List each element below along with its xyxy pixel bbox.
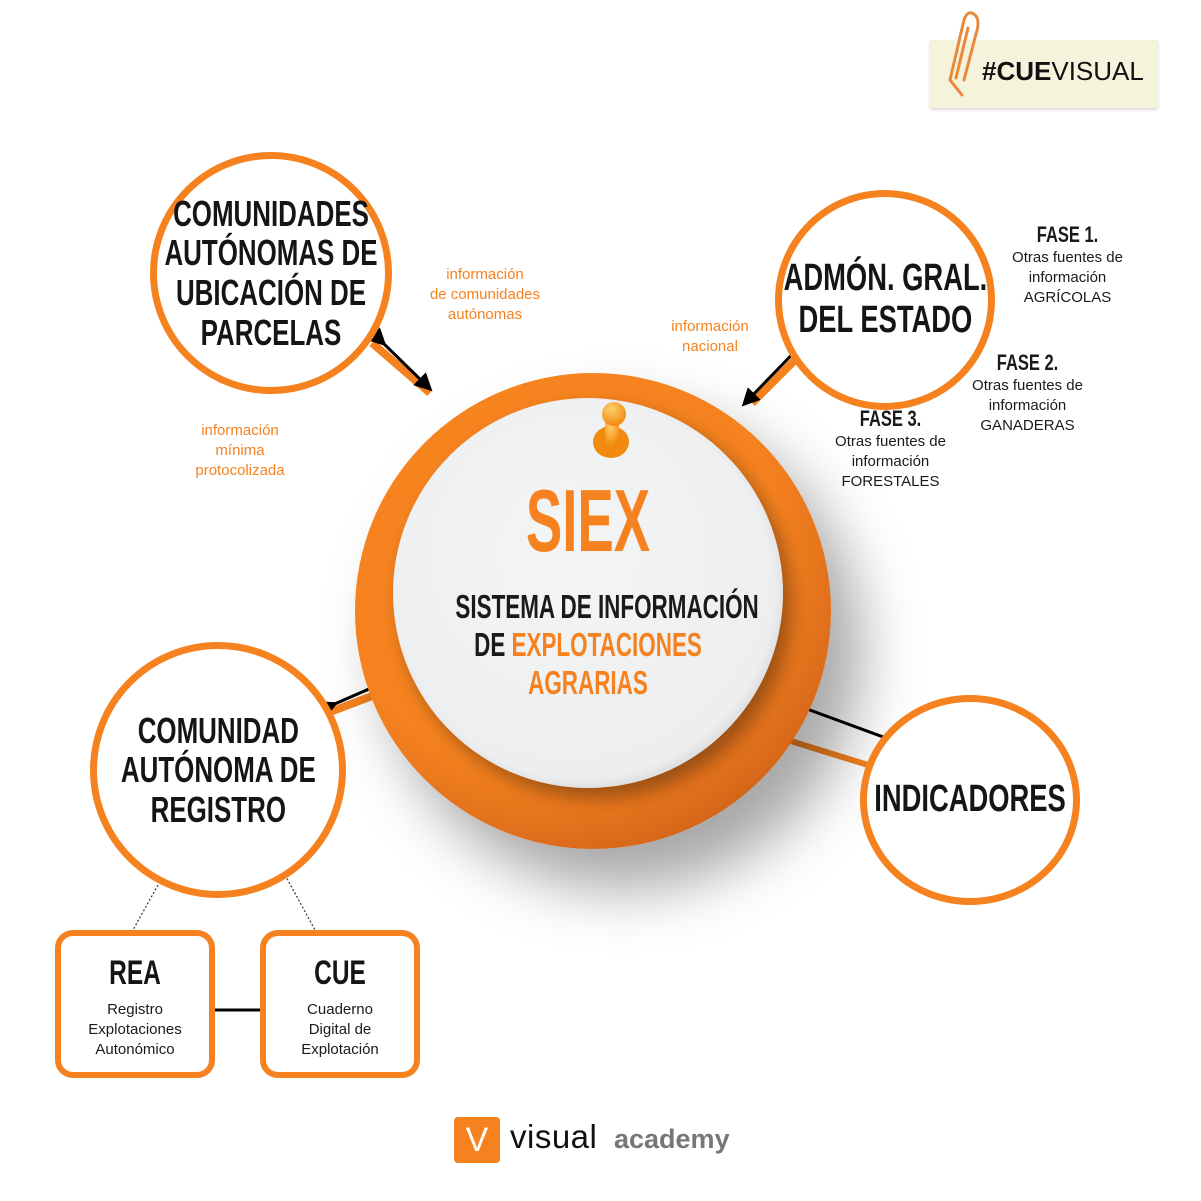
siex-subtitle-line3: AGRARIAS — [528, 664, 648, 701]
node-title: COMUNIDAD AUTÓNOMA DE REGISTRO — [120, 709, 316, 830]
node-admon-gral-estado: ADMÓN. GRAL. DEL ESTADO — [775, 190, 995, 410]
dotted-line — [284, 874, 316, 931]
badge-light: VISUAL — [1051, 56, 1144, 86]
dotted-line — [132, 884, 159, 931]
logo-word-visual: visual — [510, 1118, 598, 1155]
paperclip-icon — [948, 11, 980, 97]
connector-bar — [369, 339, 433, 397]
v-icon: V — [465, 1121, 489, 1159]
node-comunidades-ubicacion: COMUNIDADES AUTÓNOMAS DE UBICACIÓN DE PA… — [150, 152, 392, 394]
node-comunidad-registro: COMUNIDAD AUTÓNOMA DE REGISTRO — [90, 642, 346, 898]
node-title: COMUNIDADES AUTÓNOMAS DE UBICACIÓN DE PA… — [164, 192, 378, 353]
siex-subtitle-line2: DE EXPLOTACIONES — [455, 626, 720, 664]
siex-title: SIEX — [525, 471, 651, 570]
label-info-comunidades: información de comunidades autónomas — [429, 266, 541, 323]
label-info-nacional: información nacional — [671, 318, 749, 355]
label-info-minima: información mínima protocolizada — [195, 422, 285, 479]
cuevisual-badge: #CUEVISUAL — [930, 11, 1158, 108]
subtitle-highlight: EXPLOTACIONES — [511, 626, 702, 663]
node-title: ADMÓN. GRAL. DEL ESTADO — [783, 257, 987, 341]
badge-bold: #CUE — [982, 56, 1052, 86]
subtitle-prefix: DE — [474, 626, 506, 663]
logo-word-academy: academy — [614, 1124, 730, 1154]
pushpin-icon — [593, 402, 629, 458]
visual-academy-logo-mark: V — [454, 1117, 500, 1163]
badge-text: #CUEVISUAL — [982, 56, 1144, 87]
node-indicadores: INDICADORES — [860, 695, 1080, 905]
siex-center-circle: SIEX SISTEMA DE INFORMACIÓN DE EXPLOTACI… — [393, 398, 783, 788]
bidirectional-arrow-icon — [367, 327, 433, 392]
box-title: REA — [109, 954, 161, 992]
box-title: CUE — [314, 954, 366, 992]
siex-subtitle-line1: SISTEMA DE INFORMACIÓN — [455, 588, 759, 625]
node-title: INDICADORES — [874, 778, 1066, 821]
